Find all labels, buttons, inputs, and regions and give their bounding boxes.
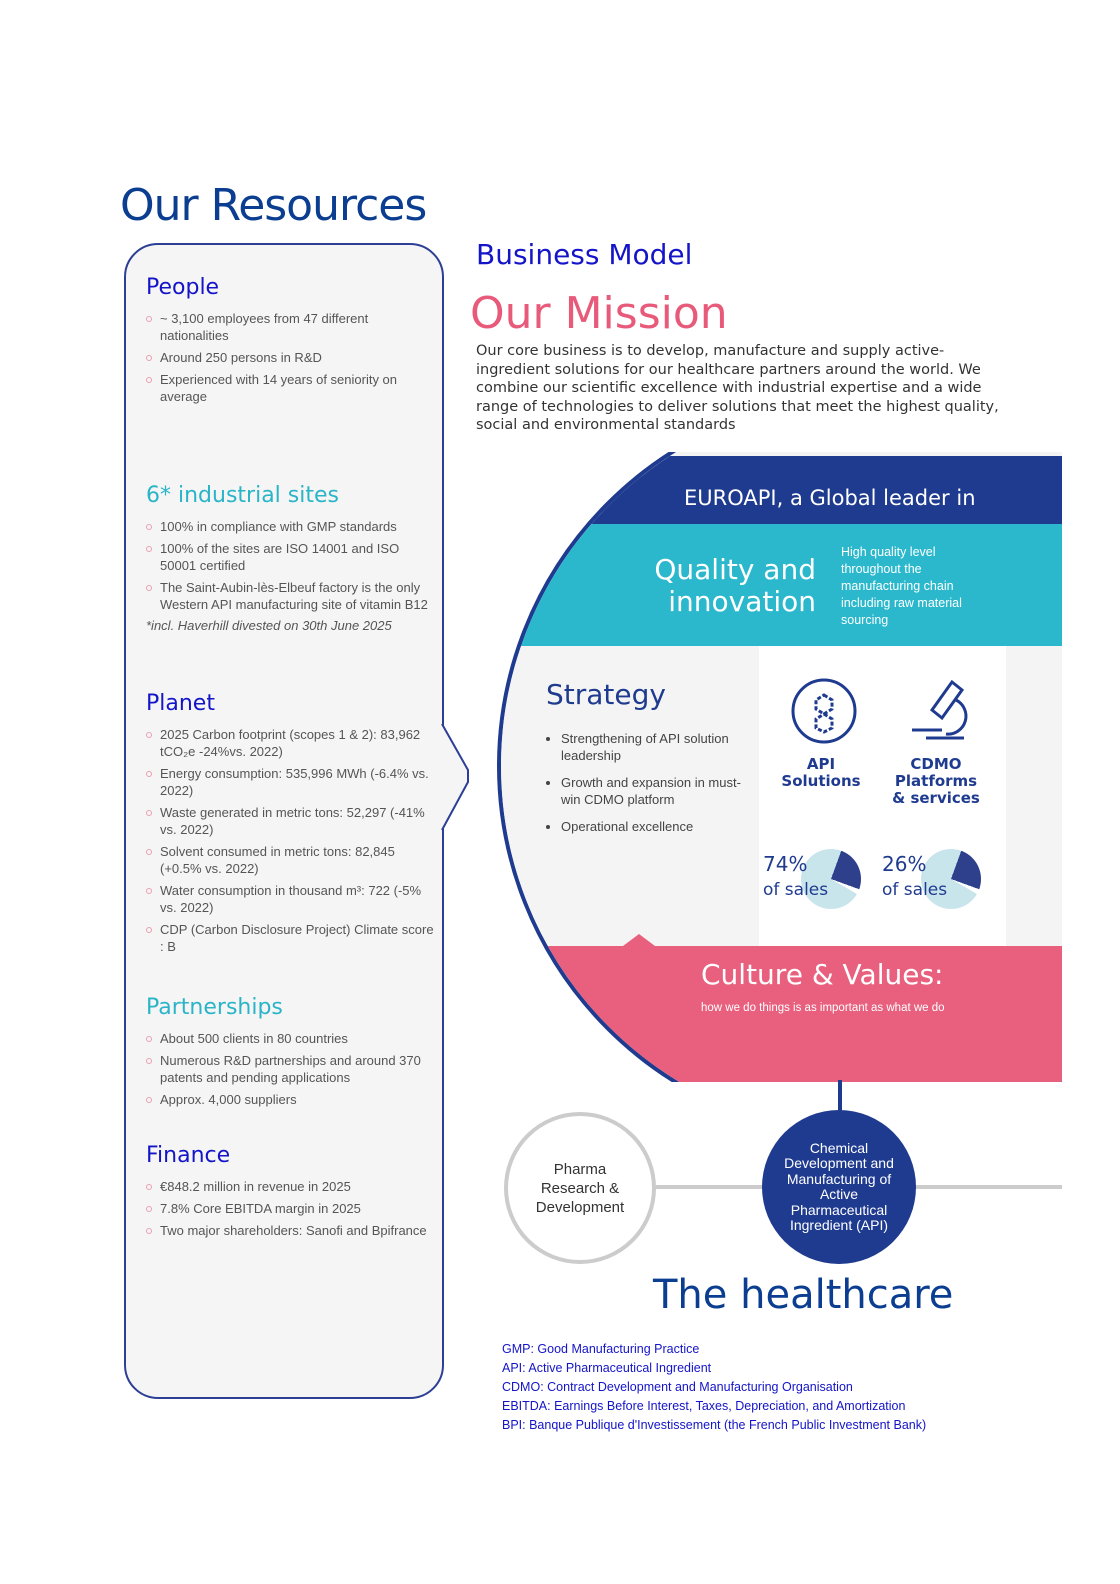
planet-heading: Planet [146, 691, 215, 716]
leader-band: EUROAPI, a Global leader in [501, 456, 1062, 524]
glossary-item: EBITDA: Earnings Before Interest, Taxes,… [502, 1399, 906, 1413]
partnerships-heading: Partnerships [146, 995, 283, 1020]
sites-section: 6* industrial sites 100% in compliance w… [146, 483, 436, 633]
people-section: People ~ 3,100 employees from 47 differe… [146, 275, 436, 410]
list-item: Two major shareholders: Sanofi and Bpifr… [146, 1222, 436, 1239]
panel-bracket [441, 723, 469, 831]
chemical-label: Chemical Development and Manufacturing o… [784, 1139, 894, 1233]
list-item: 100% of the sites are ISO 14001 and ISO … [146, 540, 436, 574]
list-item: Operational excellence [561, 818, 741, 835]
list-item: €848.2 million in revenue in 2025 [146, 1178, 436, 1195]
list-item: Waste generated in metric tons: 52,297 (… [146, 804, 436, 838]
finance-section: Finance €848.2 million in revenue in 202… [146, 1143, 436, 1244]
list-item: 7.8% Core EBITDA margin in 2025 [146, 1200, 436, 1217]
microscope-icon [912, 679, 968, 740]
list-item: Strengthening of API solution leadership [561, 730, 741, 764]
glossary-item: BPI: Banque Publique d'Investissement (t… [502, 1418, 927, 1432]
pharma-circle: Pharma Research & Development [504, 1112, 656, 1264]
molecule-icon [791, 678, 857, 744]
sites-note: *incl. Haverhill divested on 30th June 2… [146, 618, 392, 633]
quality-bullet: High quality level throughout the manufa… [841, 545, 962, 627]
quality-heading: Quality and innovation [654, 553, 816, 618]
api-sales-pie [801, 849, 861, 909]
business-model-heading: Business Model [476, 238, 693, 271]
list-item: Water consumption in thousand m³: 722 (-… [146, 882, 436, 916]
sites-heading: 6* industrial sites [146, 483, 339, 508]
leader-text: EUROAPI, a Global leader in [684, 486, 976, 510]
resources-panel: People ~ 3,100 employees from 47 differe… [124, 243, 444, 1399]
list-item: 2025 Carbon footprint (scopes 1 & 2): 83… [146, 726, 436, 760]
business-model-circle: EUROAPI, a Global leader in Quality and … [497, 452, 1062, 1082]
glossary-item: CDMO: Contract Development and Manufactu… [502, 1380, 853, 1394]
list-item: The Saint-Aubin-lès-Elbeuf factory is th… [146, 579, 436, 613]
mission-heading: Our Mission [470, 288, 728, 339]
culture-band: Culture & Values: how we do things is as… [501, 934, 1062, 1082]
list-item: Solvent consumed in metric tons: 82,845 … [146, 843, 436, 877]
healthcare-heading: The healthcare [653, 1272, 954, 1318]
culture-subtitle: how we do things is as important as what… [701, 1002, 945, 1014]
finance-heading: Finance [146, 1143, 231, 1168]
glossary-item: API: Active Pharmaceutical Ingredient [502, 1361, 712, 1375]
people-heading: People [146, 275, 220, 300]
chemical-circle: Chemical Development and Manufacturing o… [762, 1110, 916, 1264]
list-item: Numerous R&D partnerships and around 370… [146, 1052, 436, 1086]
list-item: About 500 clients in 80 countries [146, 1030, 436, 1047]
mission-text: Our core business is to develop, manufac… [476, 343, 999, 433]
api-sales: 74% of sales [763, 851, 828, 903]
cdmo-pct: 26% [882, 852, 927, 876]
pharma-label: Pharma Research & Development [535, 1160, 625, 1216]
cdmo-sales: 26% of sales [882, 851, 947, 903]
list-item: Energy consumption: 535,996 MWh (-6.4% v… [146, 765, 436, 799]
culture-heading: Culture & Values: [701, 958, 944, 991]
api-pct: 74% [763, 852, 808, 876]
connector-line [838, 1080, 842, 1114]
strategy-heading: Strategy [546, 678, 666, 711]
glossary-item: GMP: Good Manufacturing Practice [502, 1342, 700, 1356]
planet-section: Planet 2025 Carbon footprint (scopes 1 &… [146, 691, 436, 960]
list-item: ~ 3,100 employees from 47 different nati… [146, 310, 436, 344]
glossary: GMP: Good Manufacturing Practice API: Ac… [502, 1340, 926, 1435]
api-sales-label: of sales [763, 880, 829, 900]
strategy-band: Strategy Strengthening of API solution l… [501, 646, 1062, 946]
list-item: CDP (Carbon Disclosure Project) Climate … [146, 921, 436, 955]
cdmo-sales-label: of sales [882, 880, 948, 900]
api-solutions-label: API Solutions [781, 755, 861, 790]
list-item: Growth and expansion in must-win CDMO pl… [561, 774, 741, 808]
list-item: 100% in compliance with GMP standards [146, 518, 436, 535]
cdmo-sales-pie [921, 849, 981, 909]
cdmo-label: CDMO Platforms & services [892, 755, 980, 807]
list-item: Approx. 4,000 suppliers [146, 1091, 436, 1108]
quality-band: Quality and innovation High quality leve… [501, 524, 1062, 646]
list-item: Around 250 persons in R&D [146, 349, 436, 366]
page-title: Our Resources [120, 180, 427, 231]
partnerships-section: Partnerships About 500 clients in 80 cou… [146, 995, 436, 1113]
list-item: Experienced with 14 years of seniority o… [146, 371, 436, 405]
